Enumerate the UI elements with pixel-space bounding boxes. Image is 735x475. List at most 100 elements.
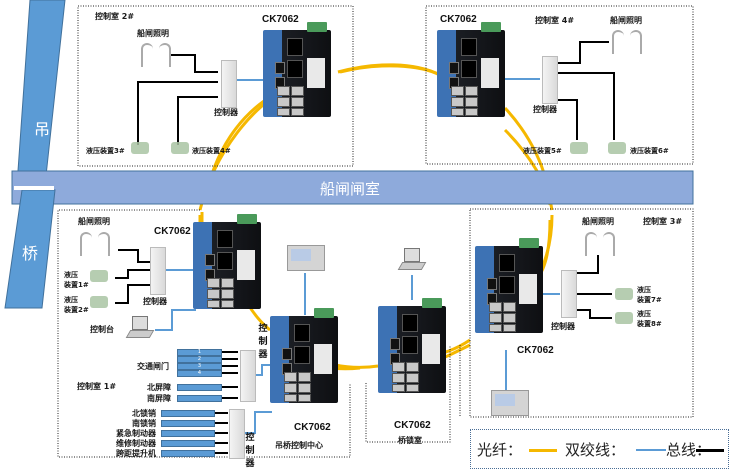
terminal-block-icon [422,298,442,308]
bridge-label-top: 吊 [34,120,51,139]
char: 器 [245,459,255,469]
hydraulic-device-icon [615,288,633,300]
device-label-emergency-brake: 紧急制动器 [116,429,156,438]
terminal-block-icon [519,238,539,248]
room1-hydraulic-2-label: 液压装置2# [64,295,89,315]
hydraulic-device-icon [608,142,626,154]
traffic-gate-bar-3: 3 [177,363,222,370]
line: 液压 [637,286,651,294]
lock-room-computer-icon[interactable] [397,248,427,270]
center-title: 吊桥控制中心 [275,441,323,450]
legend-twisted-pair-label: 双绞线： [565,442,626,459]
device-label-north-lock-pin: 北锁销 [132,409,156,418]
device-bar-maintenance-brake [161,440,215,447]
lighting-icon [612,28,642,58]
device-bar-south-lock-pin [161,420,215,427]
device-label-south-lock-pin: 南锁销 [132,419,156,428]
lighting-icon [141,41,171,71]
fiber-ring-top [337,63,441,77]
switch-model-room4: CK7062 [440,14,477,25]
char: 制 [245,446,255,456]
controller-brakes-vertical-label: 控 制 器 [245,432,255,471]
legend-bus-label: 总线： [666,442,712,459]
bridge-leaf-top [16,0,66,186]
lock-chamber-band [11,170,694,205]
controller-room1-label: 控制器 [143,297,167,306]
room2-title: 控制室 2# [95,12,135,21]
hydraulic-device-icon [131,142,149,154]
char: 控 [245,433,255,443]
switch-room2[interactable] [263,22,331,117]
room2-hydraulic-4-label: 液压装置4# [192,147,231,155]
line: 装置8# [637,320,662,328]
switch-model-lock-room: CK7062 [394,420,431,431]
device-label-span-lift: 跨距提升机 [116,449,156,458]
room4-lighting-label: 船闸照明 [610,16,642,25]
hydraulic-device-icon [171,142,189,154]
room3-hydraulic-8-label: 液压装置8# [637,309,662,329]
lock-chamber-label: 船闸闸室 [320,180,381,198]
hydraulic-device-icon [90,296,108,308]
line: 液压 [637,310,651,318]
traffic-gate-bar-2: 2 [177,356,222,363]
device-label-maintenance-brake: 维修制动器 [116,439,156,448]
device-bar-emergency-brake [161,430,215,437]
room2-hydraulic-3-label: 液压装置3# [86,147,125,155]
room4-hydraulic-6-label: 液压装置6# [630,147,669,155]
south-barrier-label: 南屏障 [147,394,171,403]
console-computer-icon[interactable] [125,316,155,338]
room3-title: 控制室 3# [643,217,683,226]
controller-room4[interactable] [542,56,558,104]
hydraulic-device-icon [90,270,108,282]
terminal-block-icon [314,308,334,318]
switch-room4[interactable] [437,22,505,117]
legend-bus-swatch [696,449,724,452]
controller-room3-label: 控制器 [551,322,575,331]
controller-room1[interactable] [150,247,166,295]
line: 装置1# [64,281,89,289]
lighting-icon [585,230,615,260]
room1-hydraulic-1-label: 液压装置1# [64,270,89,290]
line: 装置2# [64,306,89,314]
controller-gates-vertical-label: 控 制 器 [258,323,268,362]
traffic-gate-bar-4: 4 [177,370,222,377]
legend-fiber-swatch [529,449,557,452]
legend-fiber-label: 光纤： [477,442,523,459]
switch-room3[interactable] [475,238,543,333]
switch-lock-room[interactable] [378,298,446,393]
legend-twisted-pair-swatch [636,449,666,451]
controller-room2-label: 控制器 [214,108,238,117]
fiber-ring-bottom-mid [334,363,379,369]
line: 液压 [64,296,78,304]
lighting-icon [80,230,110,260]
switch-center[interactable] [270,308,338,403]
device-bar-span-lift [161,450,215,457]
bridge-label-bottom: 桥 [22,244,39,263]
controller-room2[interactable] [221,60,237,108]
north-barrier-bar [177,384,222,391]
device-bar-north-lock-pin [161,410,215,417]
traffic-gate-bar-1: 1 [177,349,222,356]
console-label: 控制台 [90,325,114,334]
terminal-block-icon [237,214,257,224]
switch-model-room3: CK7062 [517,345,554,356]
controller-gates[interactable] [240,350,256,402]
char: 制 [258,337,268,347]
controller-room3[interactable] [561,270,577,318]
char: 器 [258,350,268,360]
switch-room1[interactable] [193,214,261,309]
room4-title: 控制室 4# [535,16,575,25]
terminal-block-icon [307,22,327,32]
room1-lighting-label: 船闸照明 [78,217,110,226]
hydraulic-device-icon [615,312,633,324]
controller-room4-label: 控制器 [533,105,557,114]
terminal-block-icon [481,22,501,32]
switch-model-room2: CK7062 [262,14,299,25]
room4-hydraulic-5-label: 液压装置5# [523,147,562,155]
legend: 光纤： 双绞线： 总线： [470,429,729,469]
lock-room-title: 桥锁室 [398,436,422,445]
switch-model-room1: CK7062 [154,226,191,237]
controller-brakes[interactable] [229,409,245,459]
